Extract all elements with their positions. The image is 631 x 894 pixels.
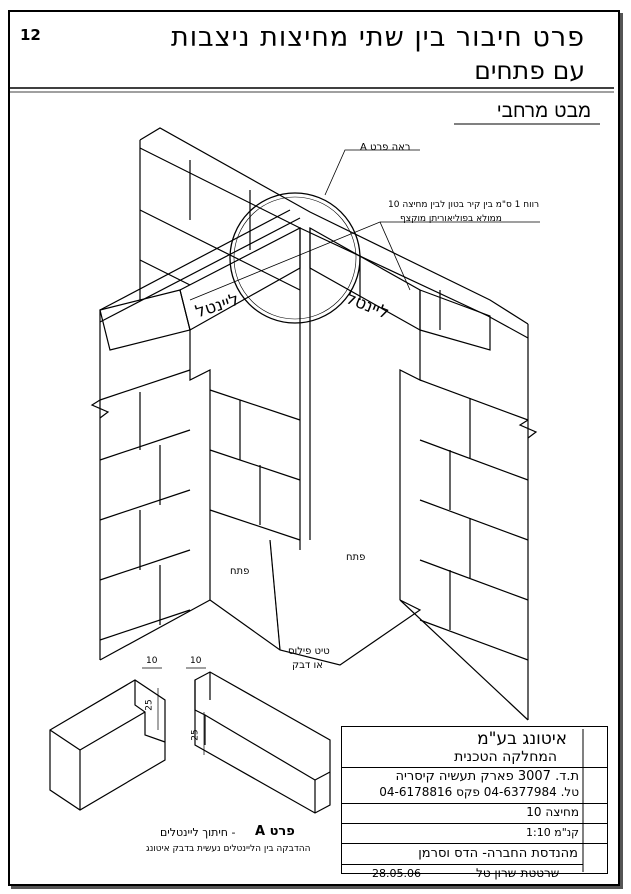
engineering-label: מהנדסת החברה- הדס וסרמן	[418, 846, 578, 861]
plaster-label-line1: טיט פילוס	[288, 646, 330, 657]
drafter-label: שרטטת-שרון טל	[476, 866, 560, 880]
partition-label: מחיצה 10	[526, 805, 579, 819]
date-label: 28.05.06	[372, 867, 421, 880]
dim-side-left: 25	[144, 699, 155, 711]
plaster-leader	[269, 539, 281, 651]
gap-note-line1: רווח 1 ס"מ בין קיר בטון לבין מחיצה 10	[388, 200, 540, 210]
drawing-title: פרט חיבור בין שתי מחיצות ניצבות	[170, 22, 585, 53]
opening-left-label: פתח	[230, 566, 250, 577]
sheet-number: 12	[20, 26, 41, 44]
detail-caption-title: פרט A	[255, 824, 295, 839]
see-detail-a-label: ראה פרט A	[360, 142, 411, 153]
detail-caption-desc: - חיתוך ליינטלים	[160, 826, 236, 839]
dim-top-right: 10	[190, 656, 202, 666]
view-title: מבט מרחבי	[496, 100, 591, 122]
department: המחלקה הטכנית	[454, 749, 557, 765]
address: ת.ד. 3007 פארק תעשיה קיסריה	[395, 769, 579, 784]
isometric-wall-drawing	[90, 127, 538, 721]
detail-caption-note: ההדבקה בין הליינטלים נעשית בדבק איטונג	[146, 844, 311, 854]
title-block-divider-1	[342, 767, 607, 768]
see-detail-leader	[324, 149, 420, 196]
gap-note-line2: ממולא בפוליאוריתן מוקצף	[400, 214, 502, 224]
dim-side-right: 25	[190, 729, 201, 741]
plaster-label-line2: או דבק	[292, 660, 323, 671]
title-block: איטונג בע"מ המחלקה הטכנית ת.ד. 3007 פארק…	[341, 726, 608, 874]
dim-top-left: 10	[146, 656, 158, 666]
company-name: איטונג בע"מ	[477, 729, 567, 749]
title-block-divider-4	[342, 843, 607, 844]
detail-a-drawing	[49, 671, 331, 814]
title-block-divider-3	[342, 823, 607, 824]
opening-right-label: פתח	[346, 552, 366, 563]
phones: טל. 04-6377984 פקס 04-6178816	[379, 785, 579, 799]
drawing-subtitle: עם פתחים	[474, 56, 585, 85]
detail-a-circle-inner	[233, 196, 357, 320]
title-block-divider-2	[342, 803, 607, 804]
gap-note-leader-right	[379, 221, 411, 291]
detail-a-circle	[229, 192, 361, 324]
drawing-sheet	[8, 10, 620, 886]
title-block-divider-5	[341, 864, 583, 865]
lintel-label: קנ"מ 1:10	[526, 826, 579, 839]
